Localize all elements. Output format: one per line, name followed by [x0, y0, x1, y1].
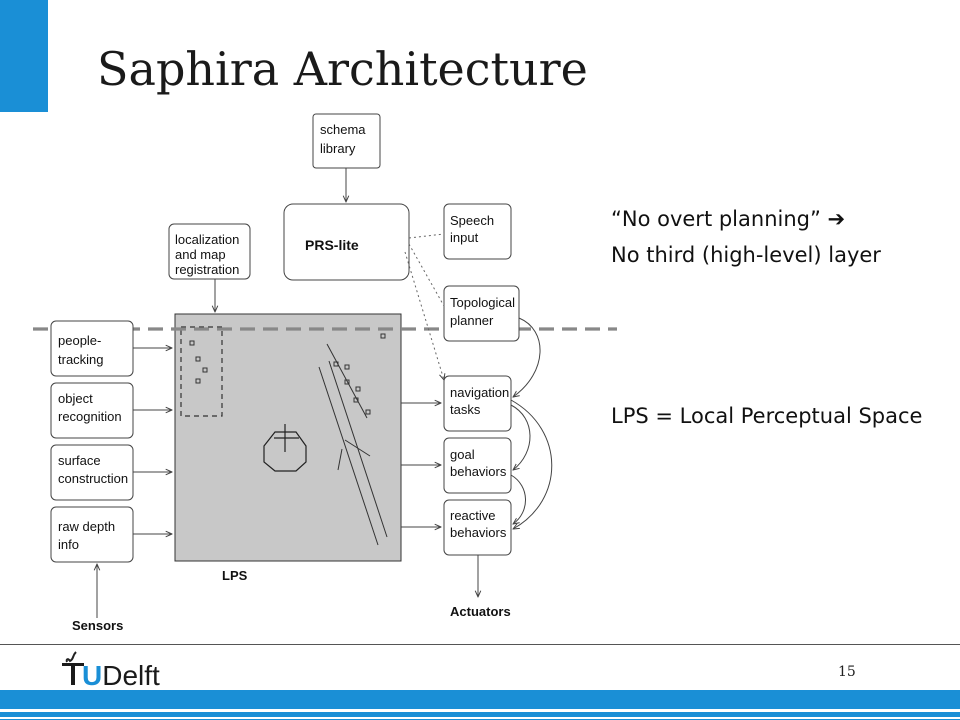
accent-bar [0, 0, 48, 112]
footer-divider [0, 644, 960, 645]
speech-input-box [443, 203, 512, 260]
arrow-goal-to-reactive [510, 474, 526, 524]
people-tracking-label-line1: people- [58, 333, 101, 348]
people-tracking-label-line2: tracking [58, 352, 104, 367]
arrow-navigation-to-goal [510, 404, 531, 470]
reactive-behaviors-label-line1: reactive [450, 508, 496, 523]
prs-lite-box [283, 203, 410, 281]
slide-title: Saphira Architecture [97, 42, 588, 96]
corridor-walls [318, 343, 388, 546]
actuators-label: Actuators [450, 604, 511, 619]
schema-library-label-line2: library [320, 141, 356, 156]
surface-construction-label-line2: construction [58, 471, 128, 486]
people-region-dashed [180, 326, 223, 417]
raw-depth-label-line1: raw depth [58, 519, 115, 534]
goal-behaviors-label-line1: goal [450, 447, 475, 462]
localization-label-line2: and map [175, 247, 226, 262]
object-recognition-label-line2: recognition [58, 409, 122, 424]
prs-lite-label: PRS-lite [305, 237, 359, 253]
object-recognition-label-line1: object [58, 391, 93, 406]
link-prs-to-planner [408, 243, 445, 307]
lps-label: LPS [222, 568, 248, 583]
robot-icon [263, 424, 307, 472]
sensors-label: Sensors [72, 618, 123, 633]
speech-input-label-line1: Speech [450, 213, 494, 228]
tu-delft-logo-text: UDelft [82, 660, 160, 690]
raw-depth-box [50, 506, 134, 563]
goal-behaviors-label-line2: behaviors [450, 464, 507, 479]
tu-delft-flame-icon [62, 651, 84, 685]
arrow-navigation-to-reactive [510, 399, 553, 529]
goal-behaviors-box [443, 437, 512, 494]
note-no-overt-planning: “No overt planning” ➔ [611, 207, 846, 231]
arrow-planner-to-navigation [513, 317, 541, 397]
localization-label-line1: localization [175, 232, 239, 247]
people-tracking-box [50, 320, 134, 377]
note-lps-definition: LPS = Local Perceptual Space [611, 404, 923, 428]
link-prs-to-speech [408, 233, 445, 239]
localization-label-line3: registration [175, 262, 239, 277]
topological-planner-label-line1: Topological [450, 295, 515, 310]
topological-planner-box [443, 285, 520, 342]
navigation-tasks-box [443, 375, 512, 432]
speech-input-label-line2: input [450, 230, 479, 245]
navigation-tasks-label-line2: tasks [450, 402, 481, 417]
link-prs-to-navigation [404, 251, 444, 380]
raw-depth-label-line2: info [58, 537, 79, 552]
reactive-behaviors-label-line2: behaviors [450, 525, 507, 540]
bottom-band [0, 690, 960, 720]
topological-planner-label-line2: planner [450, 313, 494, 328]
schema-library-label-line1: schema [320, 122, 366, 137]
tu-delft-logo: UDelft [62, 651, 160, 690]
localization-box [168, 223, 251, 280]
surface-construction-label-line1: surface [58, 453, 101, 468]
page-number: 15 [838, 664, 856, 680]
sensor-points [189, 333, 386, 415]
note-no-third-layer: No third (high-level) layer [611, 243, 881, 267]
navigation-tasks-label-line1: navigation [450, 385, 509, 400]
